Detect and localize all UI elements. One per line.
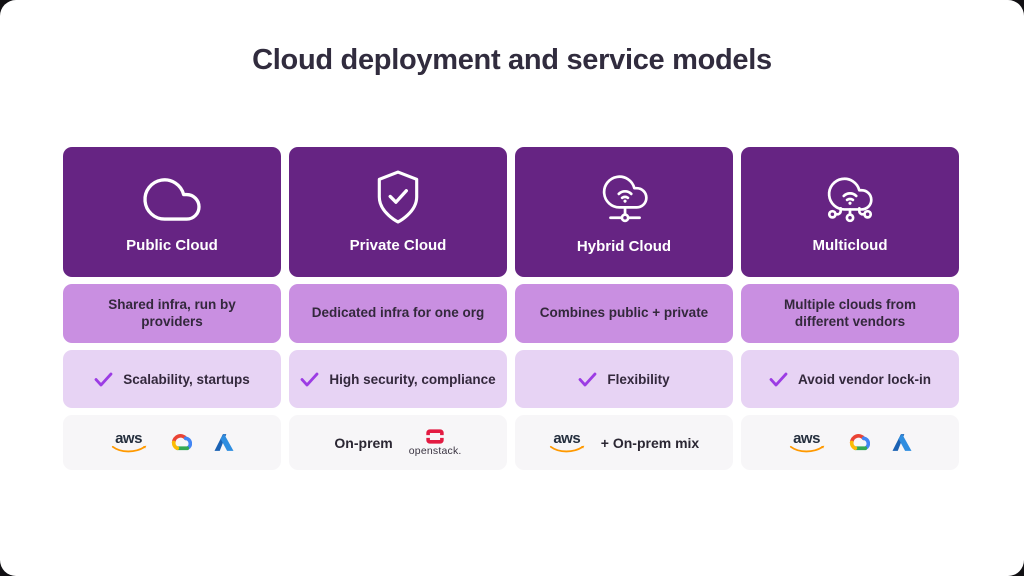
page-title: Cloud deployment and service models (252, 44, 772, 76)
openstack-logo: openstack. (408, 428, 462, 457)
private-cloud-header: Private Cloud (289, 147, 507, 277)
multicloud-icon (821, 170, 879, 224)
check-icon (94, 372, 113, 387)
hybrid-cloud-benefit: Flexibility (515, 350, 733, 408)
multicloud-providers: aws (741, 415, 959, 470)
aws-logo: aws (111, 431, 147, 454)
benefit-label: Scalability, startups (123, 371, 250, 387)
aws-logo: aws (549, 431, 585, 454)
hybrid-cloud-icon (597, 169, 651, 225)
aws-logo: aws (789, 431, 825, 454)
private-cloud-benefit: High security, compliance (289, 350, 507, 408)
comparison-grid: Public Cloud Shared infra, run by provid… (63, 147, 959, 470)
benefit-label: Avoid vendor lock-in (797, 371, 932, 387)
benefit-label: Flexibility (607, 371, 670, 387)
shield-check-icon (373, 170, 423, 224)
public-cloud-providers: aws (63, 415, 281, 470)
check-icon (300, 372, 319, 387)
azure-logo (892, 433, 912, 452)
check-icon (769, 372, 788, 387)
on-prem-mix-label: + On-prem mix (600, 434, 700, 451)
header-label: Public Cloud (126, 237, 218, 254)
header-label: Hybrid Cloud (576, 238, 672, 255)
openstack-label: openstack. (408, 444, 462, 457)
check-icon (578, 372, 597, 387)
on-prem-label: On-prem (334, 434, 393, 451)
benefit-label: High security, compliance (329, 371, 496, 387)
column-public-cloud: Public Cloud Shared infra, run by provid… (63, 147, 281, 470)
cloud-icon (141, 170, 203, 224)
column-hybrid-cloud: Hybrid Cloud Combines public + private F… (515, 147, 733, 470)
column-multicloud: Multicloud Multiple clouds from differen… (741, 147, 959, 470)
hybrid-cloud-header: Hybrid Cloud (515, 147, 733, 277)
private-cloud-providers: On-prem openstack. (289, 415, 507, 470)
azure-logo (214, 433, 234, 452)
multicloud-header: Multicloud (741, 147, 959, 277)
google-cloud-logo (847, 433, 870, 452)
header-label: Multicloud (812, 237, 888, 254)
multicloud-benefit: Avoid vendor lock-in (741, 350, 959, 408)
hybrid-cloud-description: Combines public + private (515, 284, 733, 343)
header-label: Private Cloud (349, 237, 447, 254)
column-private-cloud: Private Cloud Dedicated infra for one or… (289, 147, 507, 470)
private-cloud-description: Dedicated infra for one org (289, 284, 507, 343)
multicloud-description: Multiple clouds from different vendors (741, 284, 959, 343)
hybrid-cloud-providers: aws + On-prem mix (515, 415, 733, 470)
public-cloud-header: Public Cloud (63, 147, 281, 277)
public-cloud-description: Shared infra, run by providers (63, 284, 281, 343)
google-cloud-logo (169, 433, 192, 452)
public-cloud-benefit: Scalability, startups (63, 350, 281, 408)
